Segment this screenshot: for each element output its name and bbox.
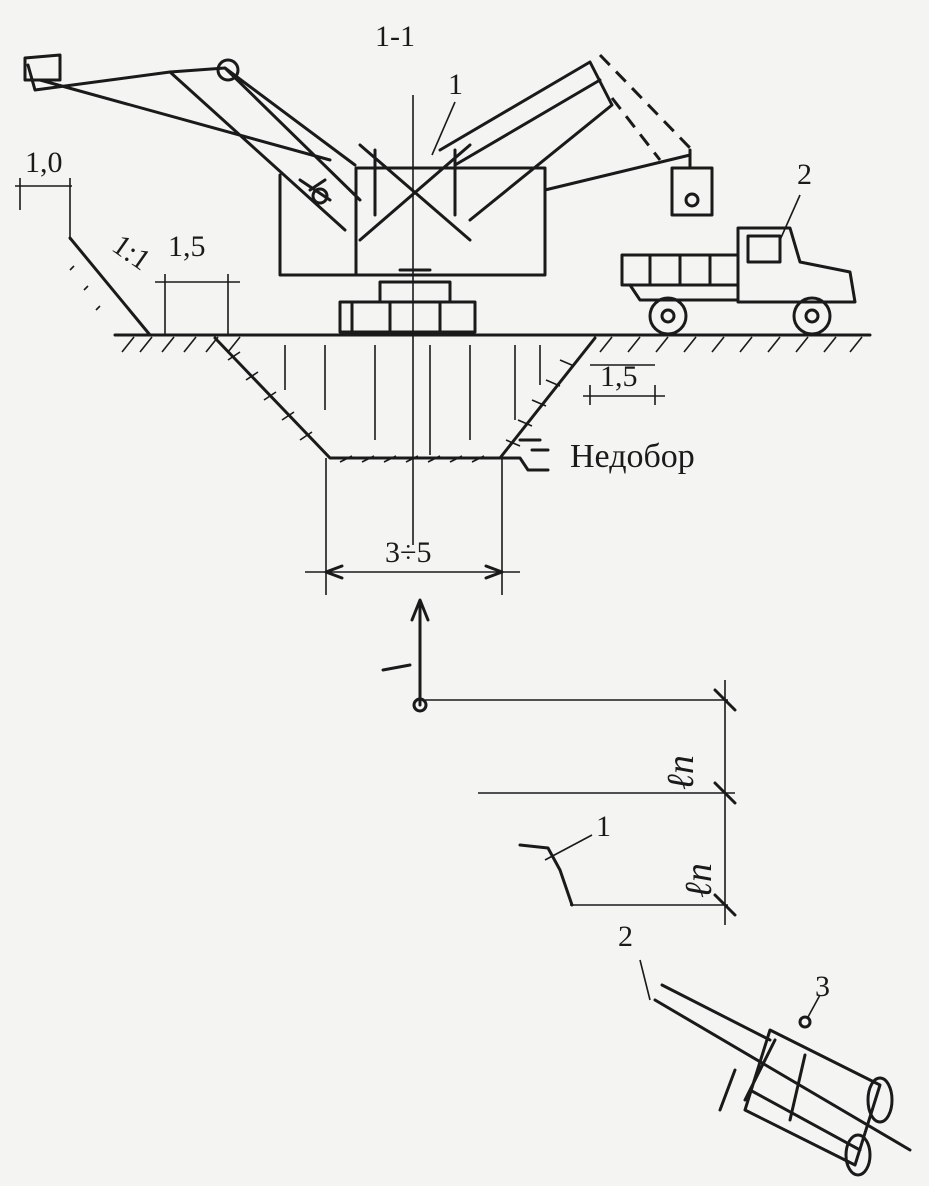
truck-wheel-front-hub <box>804 308 820 324</box>
right-boom-dashed <box>598 53 692 161</box>
plan-mark-3-label: 3 <box>815 970 830 1003</box>
plan-dim-ticks <box>713 688 737 917</box>
section-view <box>15 53 872 595</box>
hook-cable <box>543 148 692 192</box>
left-boom <box>26 63 362 232</box>
leader-plan-1 <box>544 834 593 861</box>
hook-eye <box>684 192 700 208</box>
crawler <box>338 300 477 334</box>
left-joint <box>311 187 329 205</box>
dim-1-0 <box>15 178 72 240</box>
undercut-label: Недобор <box>570 438 695 475</box>
truck-wheel-front <box>792 296 832 336</box>
truck-wheel-rear-hub <box>660 308 676 324</box>
leader-mark-2 <box>779 194 801 241</box>
dim-1-5-right <box>583 364 665 405</box>
center-brace <box>358 143 472 242</box>
turntable <box>378 268 452 304</box>
setback-right-label: 1,5 <box>600 360 638 393</box>
mark-truck-label: 2 <box>797 158 812 191</box>
ground-hatch <box>121 336 863 353</box>
section-label: 1-1 <box>375 20 415 53</box>
plan-mark-1-label: 1 <box>596 810 611 843</box>
trench-slope-hatch <box>227 351 575 463</box>
pipe-end-upper <box>866 1076 894 1124</box>
hook-block <box>670 166 714 217</box>
dump-truck <box>620 226 857 336</box>
leader-plan-2 <box>639 959 651 1001</box>
plan-trench-edge <box>518 843 574 907</box>
plan-ln-lower-label: ℓn <box>678 863 720 898</box>
truck-wheel-rear <box>648 296 688 336</box>
left-slope-hatch <box>69 265 101 311</box>
truck-chassis <box>628 283 740 302</box>
plan-marker-3 <box>798 1015 812 1029</box>
setback-left-label: 1,5 <box>168 230 206 263</box>
truck-cab <box>736 226 857 304</box>
dim-arrows <box>324 564 504 580</box>
bottom-width-label: 3÷5 <box>385 536 432 569</box>
mark-crane-label: 1 <box>448 68 463 101</box>
truck-body <box>620 253 740 287</box>
section-arrow <box>381 598 430 707</box>
plan-view <box>381 598 912 1177</box>
pipe-collar <box>718 1068 737 1112</box>
trench-shading <box>284 345 541 455</box>
plan-mark-2-label: 2 <box>618 920 633 953</box>
leader-plan-3 <box>807 994 821 1018</box>
pipe-end-lower <box>844 1133 872 1177</box>
right-boom <box>438 60 614 222</box>
leader-mark-1 <box>431 101 456 156</box>
left-slope <box>68 236 152 337</box>
plan-ln-upper-label: ℓn <box>660 755 702 790</box>
berm-top-label: 1,0 <box>25 146 63 179</box>
excavator <box>23 53 714 334</box>
cab <box>278 166 547 277</box>
pipe-segment <box>743 1028 882 1167</box>
left-boom-end <box>23 53 62 82</box>
pipe-line <box>653 983 912 1152</box>
dim-1-5-left <box>155 274 240 335</box>
axis-point <box>412 697 428 713</box>
undercut-mark <box>498 438 550 472</box>
boom-pulley-left <box>216 58 240 82</box>
